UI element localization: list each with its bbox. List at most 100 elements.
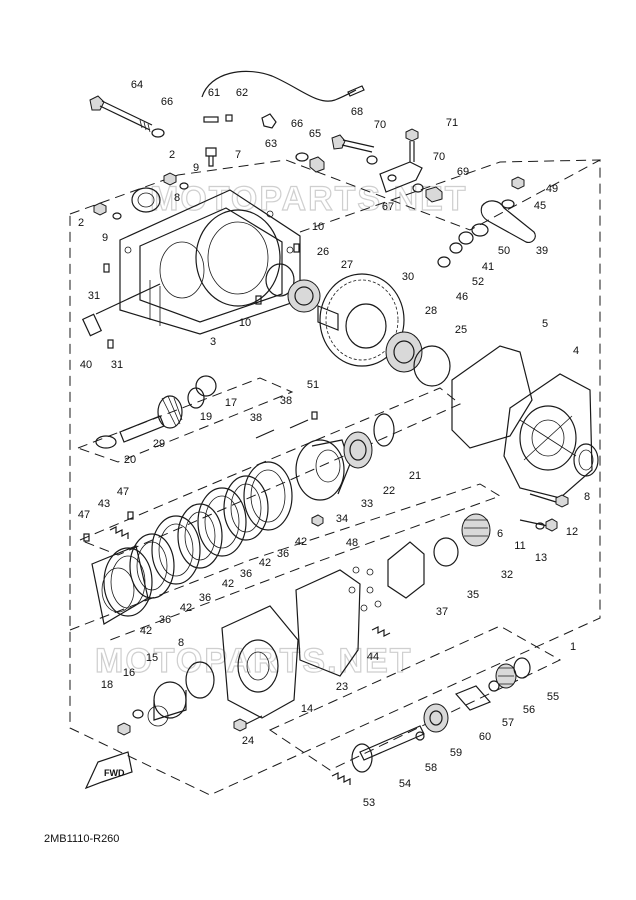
gasket-5 xyxy=(451,345,533,449)
callout-c34: 34 xyxy=(336,513,348,525)
o-ring-26 xyxy=(265,263,295,297)
callout-c28: 28 xyxy=(425,305,437,317)
bolt-68 xyxy=(331,134,375,153)
washer-58 xyxy=(415,731,425,741)
washer-70a xyxy=(366,155,378,165)
washer-11 xyxy=(535,522,545,530)
callout-c36d: 36 xyxy=(159,614,171,626)
callout-c68: 68 xyxy=(351,106,363,118)
callout-c49: 49 xyxy=(546,183,558,195)
callout-c24: 24 xyxy=(242,735,254,747)
callout-c31a: 31 xyxy=(88,290,100,302)
callout-c37: 37 xyxy=(436,606,448,618)
washer-9b xyxy=(112,212,122,220)
callout-c70a: 70 xyxy=(374,119,386,131)
callout-c70b: 70 xyxy=(433,151,445,163)
callout-c71: 71 xyxy=(446,117,458,129)
watermark-top: MOTOPARTS.NET xyxy=(150,180,468,218)
callout-c36a: 36 xyxy=(277,548,289,560)
callout-c42a: 42 xyxy=(295,536,307,548)
callout-c39: 39 xyxy=(536,245,548,257)
callout-c47b: 47 xyxy=(78,509,90,521)
callout-c41: 41 xyxy=(482,261,494,273)
coupling-15 xyxy=(147,681,187,727)
callout-c2b: 2 xyxy=(78,217,84,229)
callout-c66a: 66 xyxy=(161,96,173,108)
callout-c53: 53 xyxy=(363,797,375,809)
callout-c4: 4 xyxy=(573,345,579,357)
callout-c46: 46 xyxy=(456,291,468,303)
nut-18 xyxy=(117,722,131,736)
bracket-67 xyxy=(379,161,423,193)
washer-66b xyxy=(295,152,309,162)
oil-seal-8c xyxy=(185,661,215,699)
input-group-boundary xyxy=(76,377,294,463)
callout-c11: 11 xyxy=(514,540,525,552)
washer-52 xyxy=(449,242,463,254)
callout-c44: 44 xyxy=(367,651,379,663)
bolt-12 xyxy=(529,493,569,508)
callout-c23: 23 xyxy=(336,681,348,693)
callout-c8c: 8 xyxy=(178,637,184,649)
callout-c3: 3 xyxy=(210,336,216,348)
callout-c5: 5 xyxy=(542,318,548,330)
washer-66a xyxy=(151,128,165,138)
gasket-23 xyxy=(295,569,361,677)
callout-c42e: 42 xyxy=(140,625,152,637)
callout-c21: 21 xyxy=(409,470,421,482)
callout-c52: 52 xyxy=(472,276,484,288)
callout-c36c: 36 xyxy=(199,592,211,604)
cover-4 xyxy=(503,373,593,499)
callout-c27: 27 xyxy=(341,259,353,271)
sleeve-32 xyxy=(461,513,491,547)
clutch-plates xyxy=(91,461,293,625)
shift-shaft-40 xyxy=(81,283,161,337)
lower-group-boundary xyxy=(69,483,502,641)
callout-c36b: 36 xyxy=(240,568,252,580)
circlip-55 xyxy=(513,657,531,679)
shim-25 xyxy=(413,345,451,387)
collar-17 xyxy=(195,375,217,397)
callout-c6: 6 xyxy=(497,528,503,540)
bearing-19 xyxy=(187,387,205,409)
callout-c20: 20 xyxy=(124,454,136,466)
callout-c9a: 9 xyxy=(193,162,199,174)
fwd-arrow-icon: FWD xyxy=(84,751,133,790)
spring-44 xyxy=(371,626,391,637)
callout-c12: 12 xyxy=(566,526,578,538)
screw-34 xyxy=(311,514,324,527)
callout-c45: 45 xyxy=(534,200,546,212)
callout-c7: 7 xyxy=(235,149,241,161)
washer-41 xyxy=(458,231,474,245)
washer-9a xyxy=(179,182,189,190)
callout-c29: 29 xyxy=(153,438,165,450)
clip-62 xyxy=(225,114,233,122)
clutch-group-boundary xyxy=(78,387,461,556)
callout-c17: 17 xyxy=(225,397,237,409)
washer-50 xyxy=(471,223,489,237)
callout-c48: 48 xyxy=(346,537,358,549)
callout-c54: 54 xyxy=(399,778,411,790)
bearing-27 xyxy=(287,279,321,313)
callout-c22: 22 xyxy=(383,485,395,497)
assembly-boundary xyxy=(69,159,601,796)
callout-c67: 67 xyxy=(382,201,394,213)
pin-38b xyxy=(289,419,309,429)
dowel-10b xyxy=(255,295,262,305)
clamp-63 xyxy=(261,113,277,129)
spring-53 xyxy=(331,772,351,785)
nipple-7 xyxy=(205,147,217,167)
bearing-28 xyxy=(385,331,423,373)
callout-c30: 30 xyxy=(402,271,414,283)
callout-c66b: 66 xyxy=(291,118,303,130)
callout-c13: 13 xyxy=(535,552,547,564)
callout-c47a: 47 xyxy=(117,486,129,498)
cam-plate-37 xyxy=(387,541,425,599)
hose-end xyxy=(347,85,365,97)
pin-47a xyxy=(127,511,134,520)
callout-c51: 51 xyxy=(307,379,319,391)
diagram-code: 2MB1110-R260 xyxy=(44,833,119,845)
callout-c31b: 31 xyxy=(111,359,123,371)
ring-35 xyxy=(433,537,459,567)
